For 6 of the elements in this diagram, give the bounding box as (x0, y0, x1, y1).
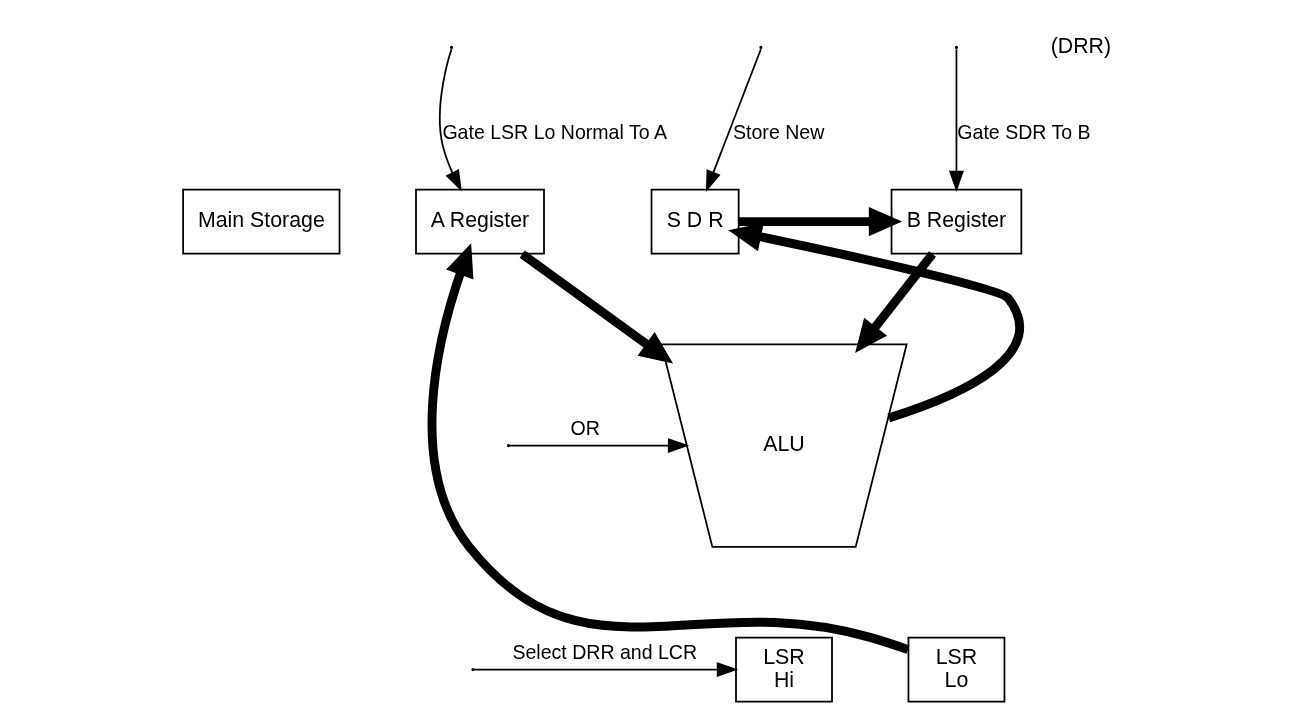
label: (DRR) (1050, 33, 1112, 58)
edge-label: Select DRR and LCR (512, 640, 698, 663)
edge-label: Gate SDR To B (957, 121, 1091, 144)
edge-label: Store New (733, 121, 825, 144)
edge-label: OR (570, 416, 600, 439)
edge-label: Gate LSR Lo Normal To A (442, 121, 667, 144)
